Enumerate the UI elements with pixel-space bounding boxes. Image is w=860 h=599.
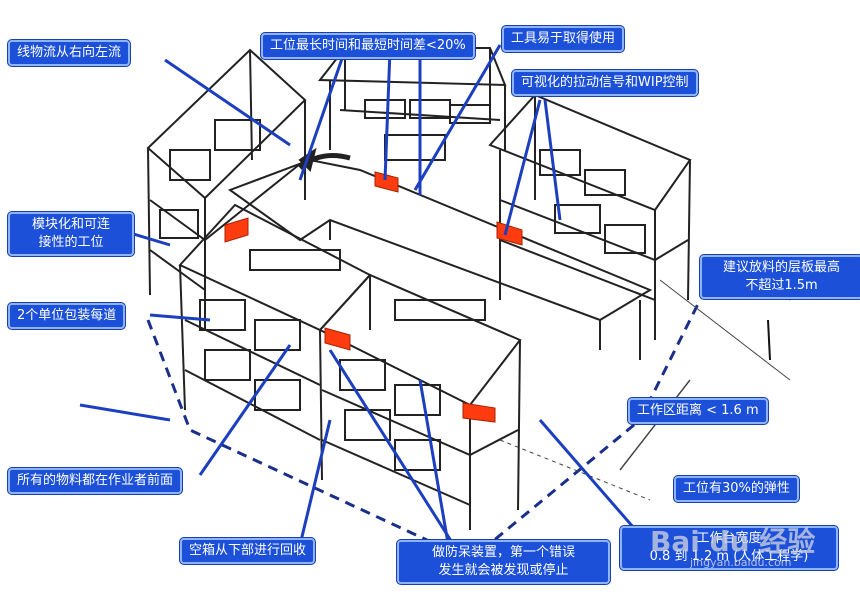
rack-back-middle (317, 47, 507, 161)
callout-lines (79, 44, 681, 556)
label-work-distance: 工作区距离 < 1.6 m (628, 398, 768, 424)
rack-back-right (488, 93, 692, 340)
rack-back-left (146, 48, 307, 330)
dimension-line (499, 439, 651, 501)
label-tools: 工具易于取得使用 (502, 26, 625, 52)
label-modular: 模块化和可连 接性的工位 (8, 212, 134, 256)
signal-marker (224, 217, 249, 243)
label-empty-box: 空箱从下部进行回收 (180, 538, 316, 564)
signal-marker (496, 221, 523, 246)
rack-front-right (318, 273, 522, 530)
watermark-url: jingyan.baidu.com (690, 556, 792, 569)
label-packaging: 2个单位包装每道 (8, 303, 126, 329)
signal-markers (224, 171, 523, 423)
watermark-brand: Bai du 经验 (650, 525, 816, 558)
signal-marker (462, 402, 496, 423)
label-visual-signal: 可视化的拉动信号和WIP控制 (512, 70, 698, 96)
label-table-width: 工作台宽度 0.8 到 1.2 m (人体工程学) (620, 526, 838, 570)
signal-marker (374, 171, 399, 193)
label-materials-front: 所有的物料都在作业者前面 (8, 468, 183, 494)
label-mistake-proofing: 做防呆装置，第一个错误 发生就会被发现或停止 (397, 540, 610, 584)
label-shelf-height: 建议放料的层板最高 不超过1.5m (700, 255, 860, 299)
label-flow: 线物流从右向左流 (8, 40, 131, 66)
label-time-diff: 工位最长时间和最短时间差<20% (261, 33, 475, 59)
signal-marker (324, 327, 351, 351)
label-flexibility: 工位有30%的弹性 (674, 476, 799, 502)
work-table (227, 147, 653, 360)
